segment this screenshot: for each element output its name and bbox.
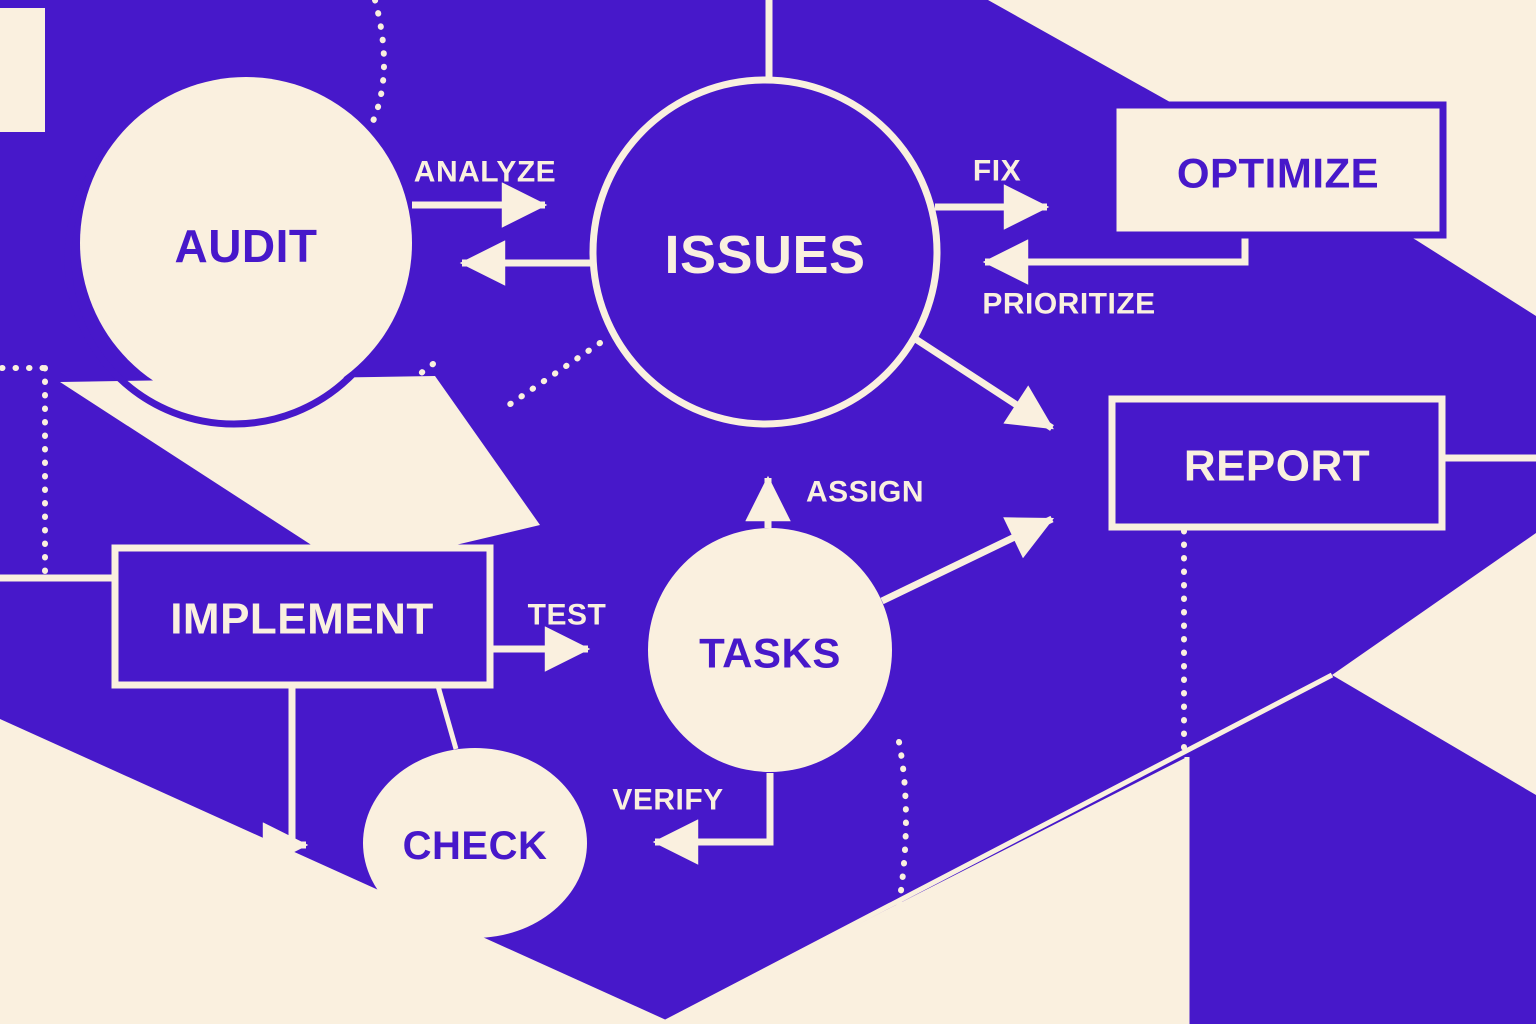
prioritize-arrow bbox=[982, 235, 1249, 285]
prioritize-label: PRIORITIZE bbox=[982, 288, 1155, 321]
node-check[interactable] bbox=[363, 748, 587, 938]
bg-dotted-arc-top bbox=[366, 0, 387, 133]
verify-label: VERIFY bbox=[612, 784, 723, 817]
implement-check-link bbox=[435, 685, 459, 750]
node-implement[interactable] bbox=[111, 544, 494, 689]
bg-dotted-diagonal-2 bbox=[359, 361, 436, 421]
implement-label: IMPLEMENT bbox=[170, 595, 434, 644]
edge-labels: ANALYZE FIX PRIORITIZE ASSIGN TEST VERIF… bbox=[414, 155, 1155, 817]
issues-label: ISSUES bbox=[664, 225, 865, 285]
bg-diagonal-line bbox=[660, 672, 1334, 1024]
report-label: REPORT bbox=[1184, 442, 1370, 491]
bg-kite bbox=[60, 376, 540, 570]
audit-label: AUDIT bbox=[174, 220, 317, 272]
node-tasks[interactable] bbox=[648, 528, 892, 772]
verify-arrow bbox=[652, 773, 774, 865]
node-audit[interactable] bbox=[80, 77, 412, 409]
node-report[interactable] bbox=[1108, 395, 1446, 531]
assign-label: ASSIGN bbox=[806, 476, 924, 509]
bg-left-strip bbox=[0, 8, 45, 132]
bg-topright-wedge bbox=[988, 0, 1536, 316]
arrows bbox=[262, 182, 1249, 868]
node-issues[interactable] bbox=[589, 76, 941, 428]
node-optimize[interactable] bbox=[1109, 101, 1447, 239]
tasks-to-report-arrow bbox=[880, 515, 1055, 605]
bg-right-triangle bbox=[1332, 533, 1536, 795]
analyze-label: ANALYZE bbox=[414, 156, 556, 189]
fix-label: FIX bbox=[973, 155, 1021, 188]
nodes: AUDIT ISSUES OPTIMIZE REPORT IMPLEMENT T… bbox=[64, 76, 1447, 938]
issues-to-report-arrow bbox=[912, 335, 1054, 431]
connector-stubs bbox=[0, 0, 1536, 988]
optimize-label: OPTIMIZE bbox=[1177, 150, 1379, 197]
bg-dotted-diagonal-1 bbox=[497, 340, 603, 414]
check-label: CHECK bbox=[403, 824, 548, 868]
tasks-label: TASKS bbox=[699, 630, 841, 677]
test-label: TEST bbox=[528, 599, 607, 632]
implement-to-check-arrow bbox=[262, 685, 309, 868]
bg-bottomleft-triangle bbox=[0, 719, 675, 1024]
